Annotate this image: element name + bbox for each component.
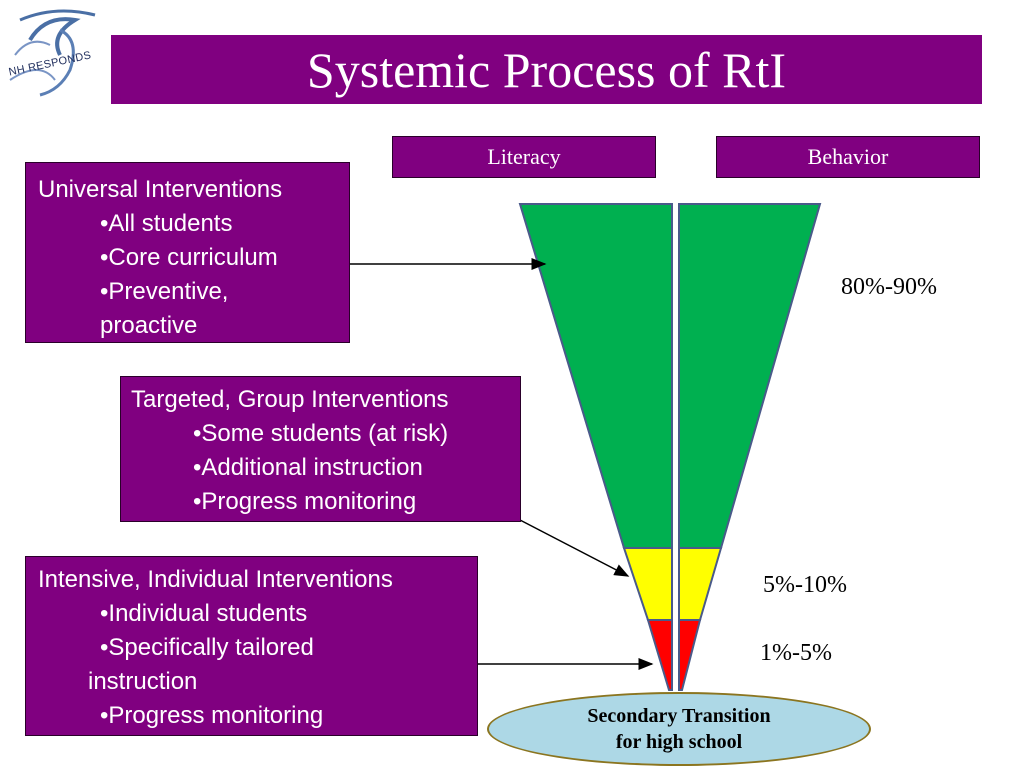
runner-swoosh-logo-icon [9,9,96,97]
funnel-behavior-universal [678,203,822,549]
list-item: •Progress monitoring [100,702,324,729]
list-item: •Progress monitoring [193,488,417,515]
logo: NH RESPONDS [0,0,110,110]
funnel-literacy-intensive [646,619,673,691]
funnel-literacy-universal [518,203,673,549]
funnel-behavior-targeted [678,547,723,621]
list-item: •Additional instruction [193,454,423,481]
percent-universal: 80%-90% [841,274,937,300]
list-item: •Individual students [100,600,308,627]
universal-interventions-box: Universal Interventions •All students •C… [25,162,350,343]
percent-targeted: 5%-10% [763,572,847,598]
funnel-literacy-targeted [622,547,673,621]
intensive-interventions-title: Intensive, Individual Interventions [38,566,393,593]
intensive-interventions-box: Intensive, Individual Interventions •Ind… [25,556,478,736]
percent-intensive: 1%-5% [760,640,832,666]
list-item-continuation: instruction [88,668,198,695]
list-item: •Specifically tailored [100,634,314,661]
arrow-targeted [519,519,630,577]
list-item: •All students [100,210,233,237]
list-item: •Core curriculum [100,244,278,271]
universal-interventions-title: Universal Interventions [38,176,283,203]
page-title: Systemic Process of RtI [111,35,982,104]
funnel-behavior-intensive [678,619,702,691]
targeted-interventions-box: Targeted, Group Interventions •Some stud… [120,376,521,522]
secondary-transition-line1: Secondary Transition [587,705,771,727]
secondary-transition-line2: for high school [615,731,743,753]
column-header-literacy: Literacy [392,136,656,178]
secondary-transition-ellipse: Secondary Transition for high school [487,692,871,766]
list-item: •Preventive, [100,278,229,305]
column-header-behavior: Behavior [716,136,980,178]
list-item-continuation: proactive [100,312,198,339]
list-item: •Some students (at risk) [193,420,449,447]
targeted-interventions-title: Targeted, Group Interventions [131,386,449,413]
